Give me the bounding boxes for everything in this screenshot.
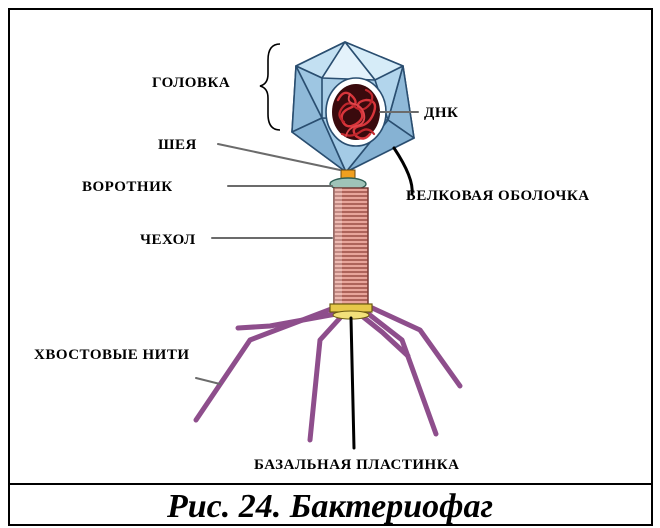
figure-caption: Рис. 24. Бактериофаг <box>166 488 493 525</box>
label-base-plate: БАЗАЛЬНАЯ ПЛАСТИНКА <box>254 457 459 473</box>
label-collar: ВОРОТНИК <box>82 179 173 195</box>
label-sheath: ЧЕХОЛ <box>140 232 196 248</box>
dna-mass <box>326 78 386 146</box>
label-neck: ШЕЯ <box>158 137 197 153</box>
label-protein-coat: БЕЛКОВАЯ ОБОЛОЧКА <box>406 188 590 204</box>
label-head: ГОЛОВКА <box>152 75 230 91</box>
tail-sheath <box>334 188 368 306</box>
label-tail-fibers: ХВОСТОВЫЕ НИТИ <box>34 347 190 363</box>
label-dna: ДНК <box>424 105 458 121</box>
